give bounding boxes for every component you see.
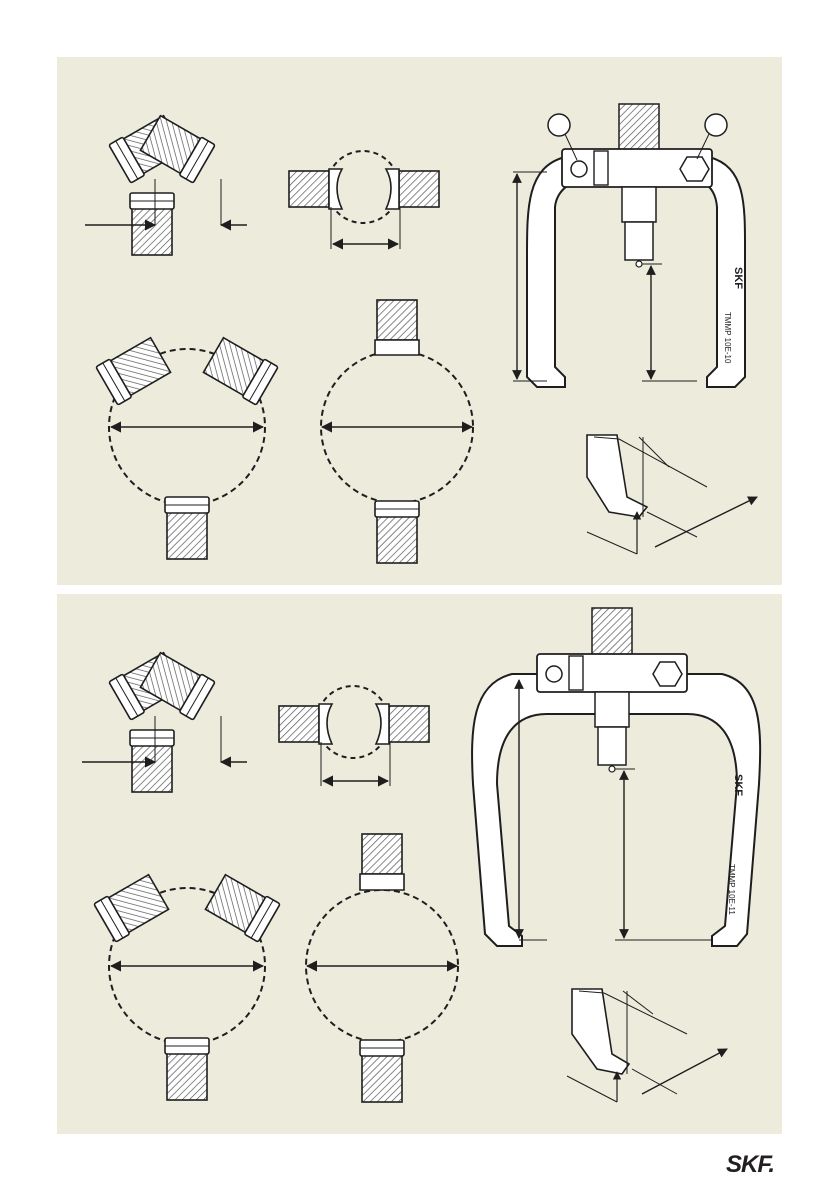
top-puller-brand-mark: SKF bbox=[732, 267, 744, 289]
diagram-panel-bottom: SKF TMMP 10E-11 bbox=[57, 594, 782, 1134]
bottom-large-two-jaw-view bbox=[306, 834, 458, 1102]
large-two-jaw-view bbox=[321, 300, 473, 563]
puller-front-view: SKF TMMP 10E-10 bbox=[513, 104, 745, 387]
small-three-jaw-view bbox=[85, 114, 247, 255]
bottom-small-two-jaw-view bbox=[279, 686, 429, 786]
top-diagram-svg: SKF TMMP 10E-10 bbox=[57, 57, 782, 585]
top-puller-model-label: TMMP 10E-10 bbox=[723, 312, 732, 364]
bottom-puller-brand-mark: SKF bbox=[732, 774, 744, 796]
bottom-puller-model-label: TMMP 10E-11 bbox=[727, 864, 736, 915]
large-three-jaw-view bbox=[96, 336, 278, 559]
small-two-jaw-view bbox=[289, 151, 439, 249]
diagram-panel-top: SKF TMMP 10E-10 bbox=[57, 57, 782, 585]
bottom-large-three-jaw-view bbox=[94, 873, 280, 1100]
skf-logo: SKF. bbox=[724, 1150, 788, 1176]
skf-logo-text: SKF. bbox=[726, 1151, 774, 1176]
bottom-jaw-tip-detail bbox=[567, 989, 727, 1102]
bottom-diagram-svg: SKF TMMP 10E-11 bbox=[57, 594, 782, 1134]
bottom-small-three-jaw-view bbox=[82, 651, 247, 792]
bottom-puller-front-view: SKF TMMP 10E-11 bbox=[472, 608, 760, 946]
jaw-tip-detail bbox=[587, 435, 757, 554]
